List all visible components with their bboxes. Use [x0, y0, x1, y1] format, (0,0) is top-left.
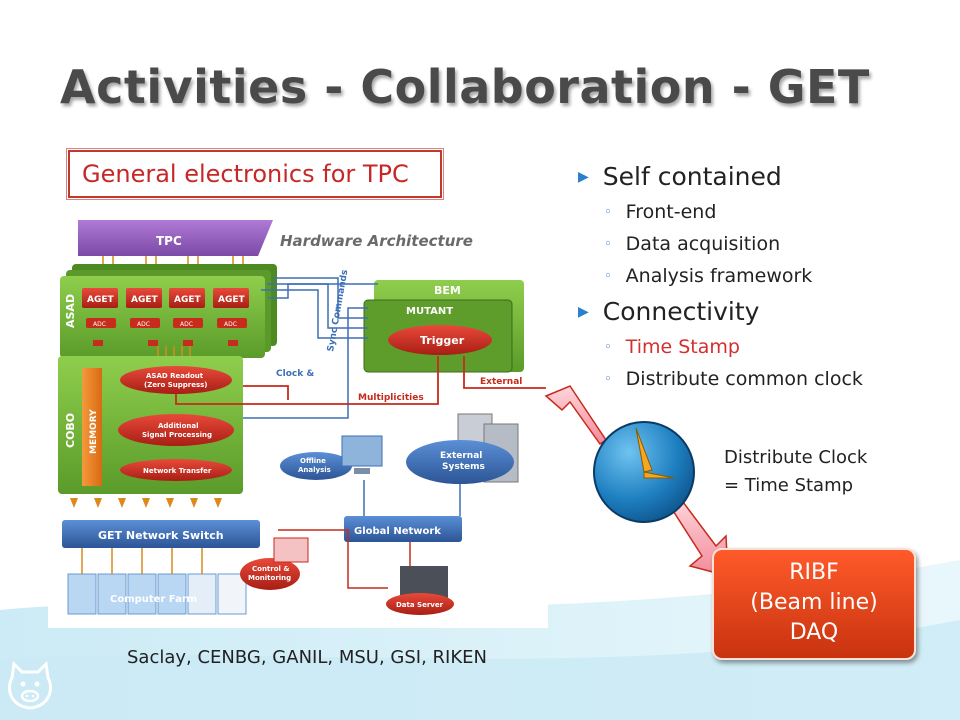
- tpc-label: TPC: [156, 234, 182, 248]
- svg-text:ASAD Readout: ASAD Readout: [146, 372, 204, 380]
- trigger-node: [388, 325, 492, 355]
- svg-text:GET Network Switch: GET Network Switch: [98, 529, 224, 542]
- aget-chips: AGET AGET AGET AGET: [82, 288, 249, 308]
- hardware-architecture-diagram: TPC Hardware Architecture ASAD AGET AGET…: [48, 218, 548, 628]
- svg-text:(Zero Suppress): (Zero Suppress): [144, 381, 208, 389]
- bullet-self-contained: ▶Self contained: [578, 162, 782, 191]
- get-network-switch: [62, 520, 260, 548]
- signal-processing-node: [118, 414, 234, 446]
- monitor-icon: [341, 435, 383, 467]
- clock-label: Clock &: [276, 369, 314, 379]
- svg-text:MEMORY: MEMORY: [89, 409, 99, 454]
- svg-text:AGET: AGET: [174, 295, 202, 305]
- sub-bullet: ◦Front-end: [604, 201, 717, 223]
- svg-text:BEM: BEM: [434, 284, 461, 297]
- svg-text:Signal Processing: Signal Processing: [142, 431, 212, 439]
- triangle-bullet-icon: ▶: [578, 168, 589, 185]
- offline-analysis-node: [280, 452, 352, 480]
- circle-bullet-icon: ◦: [604, 204, 612, 220]
- svg-text:Computer Farm: Computer Farm: [110, 594, 197, 605]
- tpc-block: [78, 220, 273, 256]
- external-systems-node: [406, 440, 514, 484]
- svg-text:AGET: AGET: [218, 295, 246, 305]
- asad-label: ASAD: [64, 294, 77, 328]
- sub-bullet: ◦Analysis framework: [604, 265, 813, 287]
- arrow-up-left-icon: [544, 385, 608, 446]
- svg-text:AGET: AGET: [131, 295, 159, 305]
- global-network-switch: [344, 516, 462, 542]
- svg-text:Monitoring: Monitoring: [248, 574, 291, 582]
- sub-bullet: ◦Data acquisition: [604, 233, 781, 255]
- svg-text:Global Network: Global Network: [354, 526, 441, 537]
- svg-text:Control &: Control &: [252, 565, 289, 573]
- circle-bullet-icon: ◦: [604, 371, 612, 387]
- svg-text:Analysis: Analysis: [298, 466, 331, 474]
- multiplicities-label: Multiplicities: [358, 393, 424, 403]
- svg-text:Trigger: Trigger: [420, 334, 465, 347]
- bullet-connectivity: ▶Connectivity: [578, 297, 760, 326]
- svg-text:External: External: [440, 451, 482, 461]
- sync-commands-label: Sync Commands: [326, 269, 350, 353]
- svg-text:Offline: Offline: [300, 457, 326, 465]
- svg-text:Network Transfer: Network Transfer: [143, 467, 212, 475]
- svg-text:ADC: ADC: [137, 321, 150, 328]
- control-monitoring-node: [240, 558, 300, 590]
- svg-text:ADC: ADC: [93, 321, 106, 328]
- svg-text:ADC: ADC: [180, 321, 193, 328]
- collaboration-credits: Saclay, CENBG, GANIL, MSU, GSI, RIKEN: [127, 647, 487, 668]
- circle-bullet-icon: ◦: [604, 339, 612, 355]
- network-transfer-node: [120, 459, 232, 481]
- ribf-daq-box: RIBF (Beam line) DAQ: [712, 548, 916, 660]
- cobo-label: COBO: [64, 413, 77, 448]
- bullet-list: ▶Self contained ◦Front-end ◦Data acquisi…: [578, 160, 938, 400]
- svg-text:MUTANT: MUTANT: [406, 306, 453, 317]
- external-label: External: [480, 377, 522, 387]
- data-server-node: [386, 593, 454, 615]
- svg-text:ADC: ADC: [224, 321, 237, 328]
- pig-logo-icon: [7, 660, 53, 710]
- page-title: Activities - Collaboration - GET: [60, 60, 870, 114]
- monitor-icon: [273, 537, 309, 563]
- red-highlight-box: General electronics for TPC: [66, 148, 444, 200]
- circle-bullet-icon: ◦: [604, 268, 612, 284]
- memory-block: [82, 368, 102, 486]
- svg-text:Additional: Additional: [158, 422, 199, 430]
- sub-bullet: ◦Distribute common clock: [604, 368, 863, 390]
- triangle-bullet-icon: ▶: [578, 303, 589, 320]
- svg-text:Data Server: Data Server: [396, 601, 444, 609]
- svg-text:Systems: Systems: [442, 462, 485, 472]
- circle-bullet-icon: ◦: [604, 236, 612, 252]
- svg-text:AGET: AGET: [87, 295, 115, 305]
- diagram-heading: Hardware Architecture: [280, 232, 473, 250]
- asad-readout-node: [120, 366, 232, 394]
- sub-bullet-highlight: ◦Time Stamp: [604, 336, 740, 358]
- adc-chips: ADC ADC ADC ADC: [86, 318, 247, 328]
- distribute-clock-note: Distribute Clock = Time Stamp: [724, 447, 868, 496]
